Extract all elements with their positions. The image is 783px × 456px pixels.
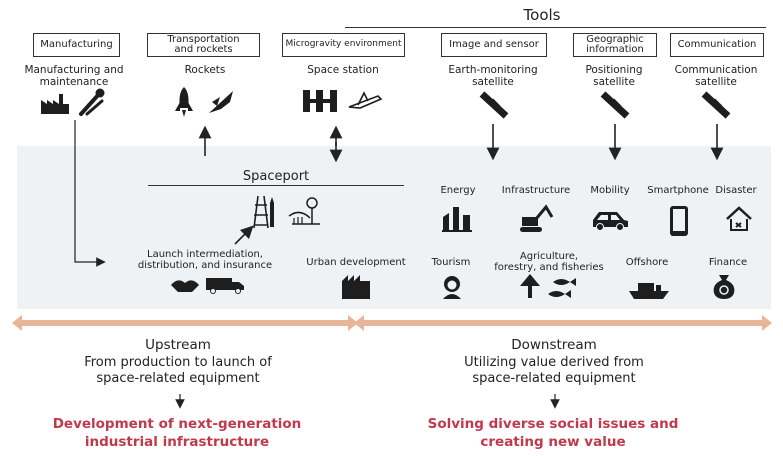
item-tourism: Tourism	[431, 257, 471, 268]
handshake-icon	[171, 280, 199, 292]
urban-development-label: Urban development	[306, 257, 406, 268]
item-offshore: Offshore	[625, 257, 669, 268]
space-station-icon	[303, 90, 337, 112]
spaceport-divider	[148, 185, 404, 186]
downstream-description: Utilizing value derived from space-relat…	[464, 355, 644, 387]
control-tower-icon	[288, 197, 320, 225]
downstream-title: Downstream	[511, 337, 597, 353]
spaceport-title: Spaceport	[242, 169, 310, 184]
upstream-result: Development of next-generation industria…	[52, 416, 302, 451]
smartphone-icon	[670, 206, 688, 236]
item-finance: Finance	[708, 257, 748, 268]
agriculture-icon	[520, 274, 576, 298]
tools-title: Tools	[523, 6, 561, 24]
category-box-communication: Communication	[670, 33, 764, 57]
launch-intermediation-label: Launch intermediation, distribution, and…	[137, 249, 273, 271]
label-space-station: Space station	[307, 64, 379, 76]
shuttle-icon	[209, 91, 233, 113]
category-box-microgravity: Microgravity environment	[282, 33, 405, 57]
spaceplane-icon	[348, 91, 383, 109]
category-box-geographic: Geographic information	[573, 33, 657, 57]
category-box-transportation: Transportation and rockets	[147, 33, 260, 57]
excavator-icon	[520, 204, 554, 232]
upstream-description: From production to launch of space-relat…	[84, 355, 272, 387]
downstream-result: Solving diverse social issues and creati…	[427, 416, 679, 451]
item-disaster: Disaster	[715, 185, 757, 196]
label-manufacturing: Manufacturing and maintenance	[24, 64, 124, 88]
communication-satellite-icon	[701, 91, 731, 119]
urban-factory-icon	[342, 275, 370, 299]
label-rockets: Rockets	[184, 64, 226, 76]
factory-icon	[41, 94, 69, 114]
upstream-title: Upstream	[145, 337, 211, 353]
disaster-house-icon	[726, 206, 752, 231]
item-energy: Energy	[440, 185, 476, 196]
rocket-icon	[175, 87, 193, 117]
launch-tower-icon	[253, 195, 274, 229]
tools-divider	[345, 27, 766, 28]
item-agriculture: Agriculture, forestry, and fisheries	[494, 251, 604, 273]
tourism-person-icon	[443, 276, 461, 299]
car-icon	[593, 212, 628, 231]
money-bag-icon	[713, 275, 735, 299]
ship-icon	[629, 283, 669, 299]
positioning-satellite-icon	[600, 91, 630, 119]
application-band	[17, 146, 771, 309]
category-box-image-sensor: Image and sensor	[441, 33, 547, 57]
earth-satellite-icon	[479, 91, 509, 119]
tools-wrench-icon	[79, 88, 105, 116]
category-box-manufacturing: Manufacturing	[33, 33, 120, 57]
item-mobility: Mobility	[590, 185, 630, 196]
energy-icon	[442, 207, 472, 232]
truck-icon	[206, 278, 244, 294]
item-smartphone: Smartphone	[647, 185, 709, 196]
label-positioning-satellite: Positioning satellite	[585, 64, 643, 88]
label-communication-satellite: Communication satellite	[674, 64, 758, 88]
item-infrastructure: Infrastructure	[501, 185, 571, 196]
label-earth-satellite: Earth-monitoring satellite	[448, 64, 538, 88]
